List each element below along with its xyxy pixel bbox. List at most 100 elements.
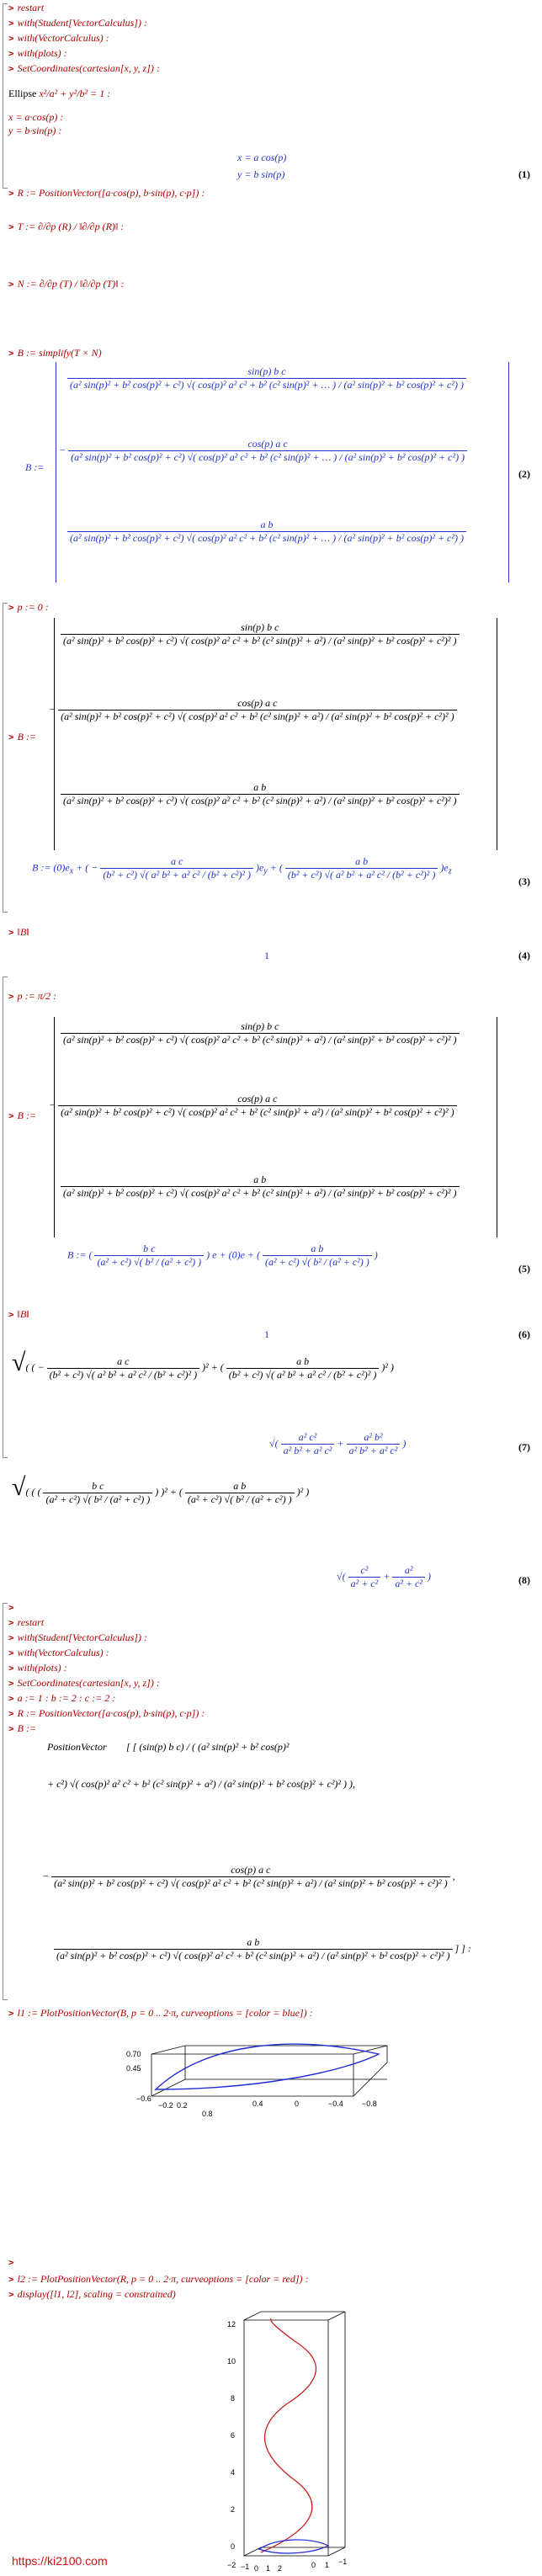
input-line[interactable]: >R := PositionVector([a·cos(p), b·sin(p)… — [8, 1707, 205, 1719]
tick-label: −0.6 — [136, 2094, 151, 2103]
input-line[interactable]: >p := 0 : — [8, 601, 49, 613]
pv-line-2: + c²) √( cos(p)² a² c² + b² (c² sin(p)² … — [47, 1778, 356, 1790]
input-line[interactable]: >l1 := PlotPositionVector(B, p = 0 .. 2·… — [8, 2007, 313, 2019]
input-line[interactable]: >with(Student[VectorCalculus]) : — [8, 1631, 147, 1643]
B-row-3: a b(a² sin(p)² + b² cos(p)² + c²) √( cos… — [61, 1174, 460, 1200]
execution-group-bracket[interactable] — [3, 977, 8, 1458]
equation-label: (2) — [518, 468, 530, 480]
tick-label: 8 — [231, 2394, 235, 2403]
plot-3d-helix[interactable]: 12 10 8 6 4 2 0 −2 −1 0 1 2 0 1 −1 — [210, 2303, 379, 2574]
norm-output: 1 — [264, 1328, 269, 1340]
sqrt-expression-8[interactable]: √( ( ( b c(a² + c²) √( b² / (a² + c²) ) … — [12, 1473, 310, 1505]
B-evaluated-p0: B := (0)ex + ( − a c(b² + c²) √( a² b² +… — [32, 855, 452, 881]
pv-row-2: − cos(p) a c(a² sin(p)² + b² cos(p)² + c… — [42, 1864, 455, 1889]
input-line[interactable]: >T := ∂/∂p (R) / ‖∂/∂p (R)‖ : — [8, 221, 125, 232]
tick-label: 6 — [231, 2431, 235, 2440]
B-row-1: sin(p) b c(a² sin(p)² + b² cos(p)² + c²)… — [61, 1020, 460, 1046]
tick-label: 0.4 — [252, 2100, 263, 2108]
input-line[interactable]: >R := PositionVector([a·cos(p), b·sin(p)… — [8, 187, 205, 199]
pv-line-1: [ [ (sin(p) b c) / ( (a² sin(p)² + b² co… — [126, 1741, 290, 1753]
vector-right-bracket — [508, 362, 509, 583]
pv-label: PositionVector — [47, 1741, 107, 1753]
B-row-2: − cos(p) a c(a² sin(p)² + b² cos(p)² + c… — [49, 1093, 457, 1119]
empty-prompt[interactable]: > — [8, 1602, 14, 1613]
input-line[interactable]: >N := ∂/∂p (T) / ‖∂/∂p (T)‖ : — [8, 278, 125, 290]
input-line[interactable]: >with(VectorCalculus) : — [8, 32, 109, 44]
ellipse-text[interactable]: Ellipse x²/a² + y²/b² = 1 : — [8, 88, 111, 99]
tick-label: 2 — [278, 2564, 282, 2573]
vector-left-bracket — [54, 1017, 55, 1237]
input-line[interactable]: >SetCoordinates(cartesian[x, y, z]) : — [8, 62, 160, 74]
input-line[interactable]: >with(Student[VectorCalculus]) : — [8, 17, 147, 29]
input-line[interactable]: >with(plots) : — [8, 47, 67, 59]
input-line[interactable]: >with(plots) : — [8, 1662, 67, 1674]
equation-label: (6) — [518, 1328, 530, 1340]
plot-3d-binormal[interactable]: 0.70 0.45 −0.6 −0.2 0.2 0.8 0.4 0 −0.4 −… — [93, 2029, 404, 2121]
input-line[interactable]: >‖B‖ — [8, 1308, 29, 1320]
tick-label: 0 — [295, 2100, 299, 2108]
B-row-3: a b(a² sin(p)² + b² cos(p)² + c²) √( cos… — [67, 519, 497, 545]
input-line[interactable]: >l2 := PlotPositionVector(R, p = 0 .. 2·… — [8, 2273, 309, 2285]
tick-label: 4 — [231, 2468, 235, 2477]
equation-label: (7) — [518, 1441, 530, 1453]
equation-label: (5) — [518, 1263, 530, 1275]
input-line[interactable]: >restart — [8, 2, 45, 13]
B-row-2: − cos(p) a c(a² sin(p)² + b² cos(p)² + c… — [49, 697, 457, 723]
tick-label: −1 — [241, 2563, 249, 2571]
input-line[interactable]: x = a·cos(p) : — [8, 111, 64, 123]
tick-label: 1 — [266, 2564, 270, 2573]
input-line[interactable]: >display([l1, l2], scaling = constrained… — [8, 2288, 176, 2300]
B-row-1: sin(p) b c(a² sin(p)² + b² cos(p)² + c²)… — [61, 621, 460, 647]
input-line[interactable]: >B := simplify(T × N) — [8, 347, 102, 359]
norm-output: 1 — [264, 950, 269, 961]
output-y: y = b sin(p) — [237, 168, 285, 180]
B-assign-label: >B := — [8, 731, 37, 742]
vector-left-bracket — [54, 618, 55, 850]
B-evaluated-pi-half: B := ( b c(a² + c²) √( b² / (a² + c²) ) … — [67, 1243, 378, 1268]
pv-row-3: a b(a² sin(p)² + b² cos(p)² + c²) √( cos… — [54, 1936, 471, 1962]
equation-label: (1) — [518, 168, 530, 180]
execution-group-bracket[interactable] — [3, 1603, 8, 2000]
input-line[interactable]: y = b·sin(p) : — [8, 125, 62, 136]
input-line[interactable]: >p := π/2 : — [8, 990, 57, 1002]
equation-label: (3) — [518, 876, 530, 887]
tick-label: 0.8 — [202, 2110, 213, 2118]
output-x: x = a cos(p) — [237, 152, 287, 163]
tick-label: 0.2 — [177, 2101, 188, 2110]
B-row-1: sin(p) b c(a² sin(p)² + b² cos(p)² + c²)… — [67, 365, 497, 391]
tick-label: −1 — [338, 2557, 347, 2566]
input-line[interactable]: >B := — [8, 1722, 37, 1734]
tick-label: 0 — [231, 2542, 235, 2551]
input-line[interactable]: >with(VectorCalculus) : — [8, 1647, 109, 1658]
B-assign-label: >B := — [8, 1110, 37, 1121]
tick-label: 12 — [227, 2320, 236, 2329]
tick-label: −0.4 — [328, 2100, 343, 2108]
equation-label: (8) — [518, 1574, 530, 1586]
tick-label: 0.45 — [126, 2064, 141, 2073]
output-B-label: B := — [25, 461, 45, 473]
tick-label: −0.8 — [362, 2100, 377, 2108]
tick-label: −0.2 — [158, 2101, 173, 2110]
B-row-2: − cos(p) a c(a² sin(p)² + b² cos(p)² + c… — [59, 438, 497, 464]
input-line[interactable]: >SetCoordinates(cartesian[x, y, z]) : — [8, 1677, 160, 1689]
tick-label: 0.70 — [126, 2050, 141, 2058]
watermark-url: https://ki2100.com — [12, 2554, 108, 2568]
tick-label: 10 — [227, 2357, 236, 2366]
tick-label: 0 — [254, 2564, 258, 2573]
tick-label: 0 — [311, 2561, 316, 2569]
input-line[interactable]: >‖B‖ — [8, 926, 29, 938]
tick-label: −2 — [227, 2561, 236, 2569]
input-line[interactable]: >restart — [8, 1616, 45, 1628]
tick-label: 2 — [231, 2505, 235, 2514]
empty-prompt[interactable]: > — [8, 2257, 14, 2268]
sqrt-expression-7[interactable]: √( ( − a c(b² + c²) √( a² b² + a² c² / (… — [12, 1349, 394, 1381]
tick-label: 1 — [325, 2561, 329, 2569]
B-row-3: a b(a² sin(p)² + b² cos(p)² + c²) √( cos… — [61, 781, 460, 807]
execution-group-bracket[interactable] — [3, 603, 8, 913]
execution-group-bracket[interactable] — [3, 3, 8, 189]
input-line[interactable]: >a := 1 : b := 2 : c := 2 : — [8, 1692, 116, 1704]
equation-label: (4) — [518, 950, 530, 961]
